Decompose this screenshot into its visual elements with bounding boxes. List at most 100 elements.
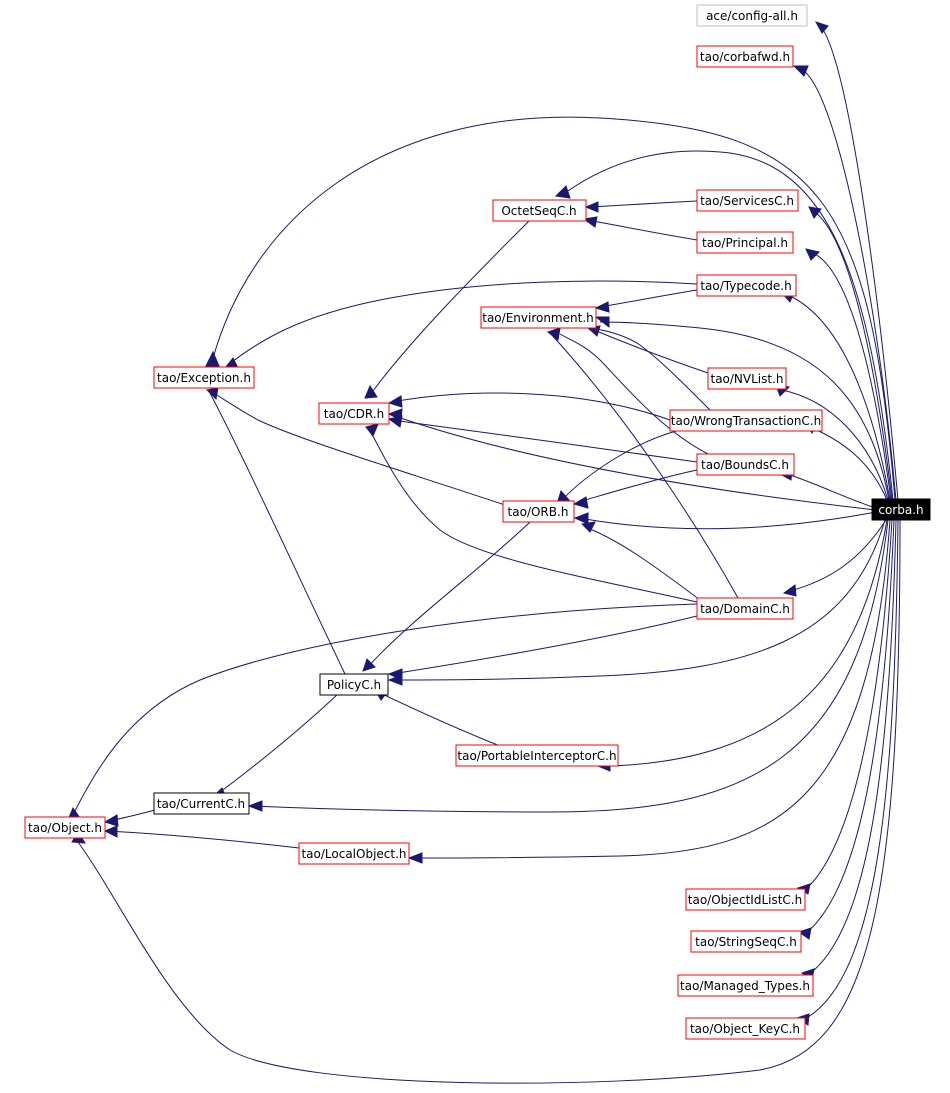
edge-corba-to-object-keyc xyxy=(802,519,899,1021)
edge-domainc-to-environment xyxy=(549,332,739,599)
edge-boundsc-to-environment xyxy=(559,333,711,456)
node-label: tao/CDR.h xyxy=(324,407,384,421)
node-corba-root[interactable]: corba.h xyxy=(871,498,931,521)
node-cdr[interactable]: tao/CDR.h xyxy=(318,402,390,425)
edge-portableinterceptorc-to-policyc xyxy=(377,691,501,747)
node-label: tao/corbafwd.h xyxy=(700,50,790,64)
edge-typecode-to-environment xyxy=(599,289,698,308)
node-principal[interactable]: tao/Principal.h xyxy=(696,231,794,254)
arrowhead-orb-right xyxy=(573,512,589,525)
node-label: tao/Object.h xyxy=(28,821,102,835)
node-policyc[interactable]: PolicyC.h xyxy=(319,673,389,696)
node-boundsc[interactable]: tao/BoundsC.h xyxy=(696,453,795,476)
edge-wrongtransactionc-to-environment xyxy=(589,327,711,411)
edge-wrongtransactionc-to-cdr xyxy=(391,392,671,421)
node-label: tao/Managed_Types.h xyxy=(680,979,810,993)
edge-domainc-to-cdr xyxy=(369,429,698,603)
arrowhead-octetseqc-left-a xyxy=(584,201,599,213)
node-label: tao/Exception.h xyxy=(157,371,251,385)
node-typecode[interactable]: tao/Typecode.h xyxy=(696,274,797,297)
edge-corba-to-object-bottom xyxy=(77,519,901,1084)
node-environment[interactable]: tao/Environment.h xyxy=(480,306,597,329)
node-label: tao/ORB.h xyxy=(508,505,569,519)
edge-corba-to-domainc xyxy=(789,519,887,592)
node-exception[interactable]: tao/Exception.h xyxy=(153,366,255,389)
edge-corba-to-localobject xyxy=(411,519,891,859)
node-domainc[interactable]: tao/DomainC.h xyxy=(696,597,794,620)
node-label: OctetSeqC.h xyxy=(501,204,576,218)
edge-corba-to-octetseqc xyxy=(564,150,894,501)
node-label: tao/ObjectIdListC.h xyxy=(688,893,802,907)
node-label: tao/DomainC.h xyxy=(700,602,790,616)
node-stringseqc[interactable]: tao/StringSeqC.h xyxy=(690,930,802,953)
edge-servicesc-to-octetseqc xyxy=(589,200,698,208)
node-label: tao/NVList.h xyxy=(710,372,783,386)
edge-corba-to-managed-types xyxy=(807,519,897,976)
arrowhead-environment-bottom xyxy=(546,327,561,341)
node-octetseqc[interactable]: OctetSeqC.h xyxy=(492,199,587,222)
node-label: PolicyC.h xyxy=(327,678,381,692)
node-objectidlistc[interactable]: tao/ObjectIdListC.h xyxy=(685,888,806,911)
edge-layer xyxy=(71,27,901,1084)
node-wrongtransactionc[interactable]: tao/WrongTransactionC.h xyxy=(669,409,823,432)
node-currentc[interactable]: tao/CurrentC.h xyxy=(153,792,250,815)
edge-corba-to-objectidlistc xyxy=(804,519,893,891)
edge-boundsc-to-cdr xyxy=(391,419,698,463)
arrowhead-orb-bottom-right xyxy=(580,521,596,533)
node-config-all[interactable]: ace/config-all.h xyxy=(696,4,808,27)
edge-corba-to-wrongtransactionc xyxy=(811,427,888,501)
arrowhead-currentc-right xyxy=(247,800,263,812)
node-label: tao/PortableInterceptorC.h xyxy=(457,749,616,763)
edge-orb-to-exception xyxy=(211,391,506,506)
edge-corba-to-exception xyxy=(211,116,896,501)
arrowhead-object-from-currentc xyxy=(103,814,119,827)
arrowhead-environment-right xyxy=(594,316,610,329)
edge-policyc-to-currentc xyxy=(215,691,341,796)
node-nvlist[interactable]: tao/NVList.h xyxy=(707,367,787,390)
node-label: tao/LocalObject.h xyxy=(301,847,406,861)
edge-typecode-to-exception xyxy=(227,280,698,366)
arrowhead-orb-from-boundsc xyxy=(572,496,589,509)
node-managed-types[interactable]: tao/Managed_Types.h xyxy=(677,974,814,997)
arrowhead-layer xyxy=(67,21,829,1026)
arrowhead-domainc xyxy=(782,584,797,597)
node-label: tao/CurrentC.h xyxy=(157,797,245,811)
arrowhead-stringseqc xyxy=(797,927,812,940)
edge-corba-to-policyc xyxy=(391,519,886,681)
edge-corba-to-stringseqc xyxy=(804,519,895,935)
edge-domainc-to-orb xyxy=(584,526,701,601)
node-portableinterceptorc[interactable]: tao/PortableInterceptorC.h xyxy=(455,744,619,767)
node-corbafwd[interactable]: tao/corbafwd.h xyxy=(696,45,794,68)
arrowhead-exception-bottom xyxy=(205,387,219,401)
edge-domainc-to-object xyxy=(71,603,698,818)
edge-nvlist-to-environment xyxy=(593,329,709,374)
edge-corba-to-config-all xyxy=(821,27,899,501)
edge-corba-to-principal xyxy=(812,252,892,501)
arrowhead-cdr-top xyxy=(364,384,378,399)
arrowhead-config-all xyxy=(814,21,829,34)
node-servicesc[interactable]: tao/ServicesC.h xyxy=(696,189,799,212)
node-label: tao/WrongTransactionC.h xyxy=(671,414,821,428)
node-label: ace/config-all.h xyxy=(706,9,798,23)
arrowhead-exception-top xyxy=(205,350,220,367)
node-object-keyc[interactable]: tao/Object_KeyC.h xyxy=(685,1017,806,1040)
node-label: tao/StringSeqC.h xyxy=(695,935,797,949)
edge-boundsc-to-orb xyxy=(577,469,698,503)
arrowhead-corbafwd xyxy=(792,65,809,77)
edge-corba-to-environment xyxy=(599,321,890,501)
arrowhead-policyc-top xyxy=(362,658,376,672)
node-localobject[interactable]: tao/LocalObject.h xyxy=(298,842,410,865)
edge-policyc-to-exception xyxy=(209,392,346,675)
edge-corba-to-corbafwd xyxy=(803,70,897,501)
arrowhead-octetseqc-left-b xyxy=(582,216,598,228)
node-object[interactable]: tao/Object.h xyxy=(24,816,106,839)
node-label: corba.h xyxy=(878,503,923,517)
arrowhead-cdr-bottom xyxy=(365,423,379,437)
edge-corba-to-typecode xyxy=(789,295,891,501)
edge-orb-to-policyc xyxy=(366,521,531,669)
node-orb[interactable]: tao/ORB.h xyxy=(502,500,575,523)
edge-corba-to-currentc xyxy=(251,519,889,813)
edge-corba-to-servicesc xyxy=(814,211,893,501)
edge-localobject-to-object xyxy=(107,830,300,849)
